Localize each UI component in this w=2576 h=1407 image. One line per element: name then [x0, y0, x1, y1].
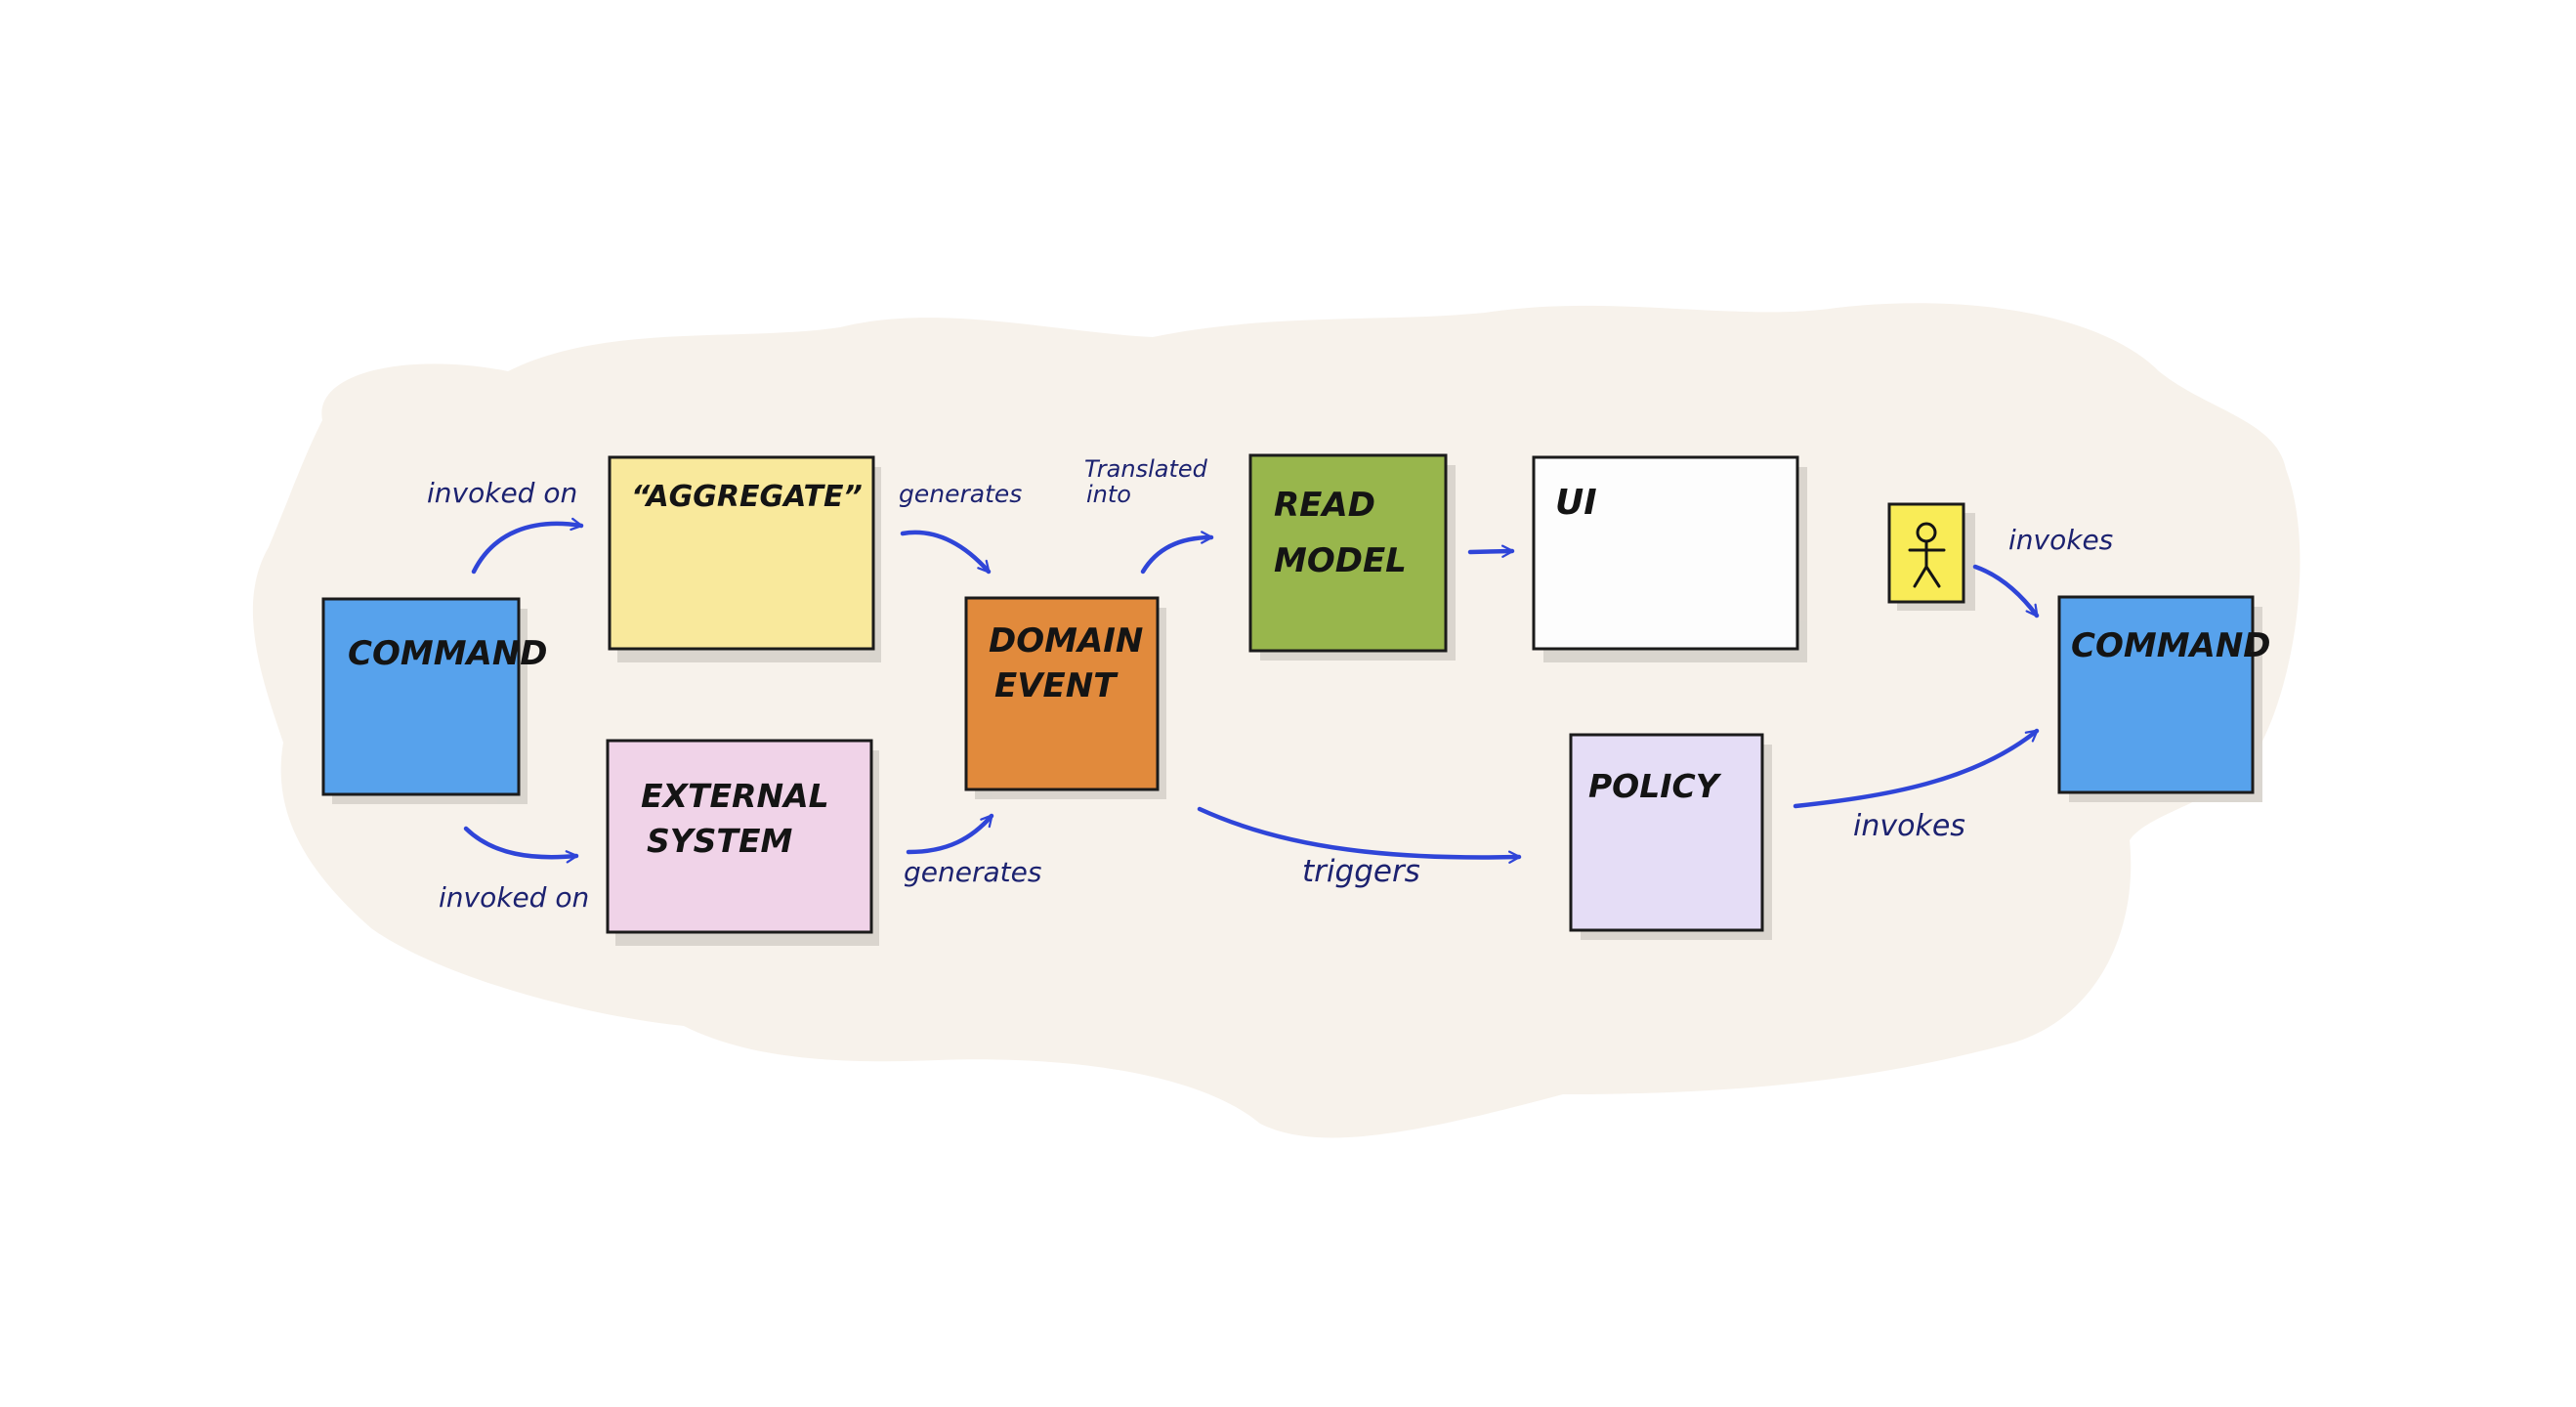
label-triggers: triggers	[1302, 854, 1420, 889]
external-system-line1: EXTERNAL	[641, 777, 829, 815]
external-system-line2: SYSTEM	[647, 822, 792, 860]
domain-event-line2: EVENT	[994, 666, 1119, 705]
policy-note-card	[1569, 733, 1764, 932]
domain-event-line1: DOMAIN	[989, 621, 1143, 661]
label-invokes-user: invokes	[2008, 524, 2113, 556]
label-translated-line2: into	[1086, 481, 1131, 508]
read-model-note: READ MODEL	[1248, 453, 1448, 653]
external-system-note: EXTERNAL SYSTEM	[606, 739, 873, 934]
ui-note: UI	[1532, 455, 1799, 651]
arrow-command-to-aggregate	[471, 517, 584, 575]
command-note-right-card	[2057, 595, 2255, 794]
person-icon	[1908, 522, 1946, 588]
label-invoked-on-top: invoked on	[427, 477, 577, 509]
domain-event-note: DOMAIN EVENT	[964, 596, 1160, 791]
domain-event-note-card	[964, 596, 1160, 791]
aggregate-note-text: “AGGREGATE”	[631, 480, 863, 514]
read-model-note-card	[1248, 453, 1448, 653]
aggregate-note-card	[608, 455, 875, 651]
arrow-read-model-to-ui	[1467, 544, 1515, 558]
command-note-left-text: COMMAND	[348, 634, 548, 673]
arrow-user-to-command	[1972, 564, 2040, 618]
read-model-line2: MODEL	[1274, 541, 1407, 580]
arrow-aggregate-to-event	[900, 530, 992, 575]
aggregate-note: “AGGREGATE”	[608, 455, 875, 651]
user-note	[1887, 502, 1965, 604]
read-model-line1: READ	[1274, 486, 1375, 525]
arrow-labels: invoked on invoked on generates generate…	[427, 455, 2113, 914]
command-note-left-card	[321, 597, 521, 796]
label-generates-top: generates	[899, 480, 1022, 508]
label-invokes-policy: invokes	[1853, 809, 1965, 843]
arrow-external-to-event	[906, 813, 994, 855]
ui-note-card	[1532, 455, 1799, 651]
arrows	[463, 517, 2040, 864]
arrow-command-to-external	[463, 826, 579, 864]
arrow-policy-to-command	[1793, 728, 2040, 809]
ui-note-text: UI	[1555, 483, 1597, 523]
command-note-right: COMMAND	[2057, 595, 2271, 794]
label-generates-bottom: generates	[904, 856, 1041, 888]
command-note-left: COMMAND	[321, 597, 548, 796]
policy-note-text: POLICY	[1588, 767, 1722, 805]
background-blob	[252, 303, 2301, 1138]
command-note-right-text: COMMAND	[2071, 626, 2271, 665]
external-system-note-card	[606, 739, 873, 934]
arrow-event-to-policy	[1197, 806, 1522, 864]
policy-note: POLICY	[1569, 733, 1764, 932]
arrow-event-to-read-model	[1140, 531, 1214, 575]
label-invoked-on-bottom: invoked on	[439, 881, 589, 914]
label-translated-line1: Translated	[1084, 455, 1208, 483]
